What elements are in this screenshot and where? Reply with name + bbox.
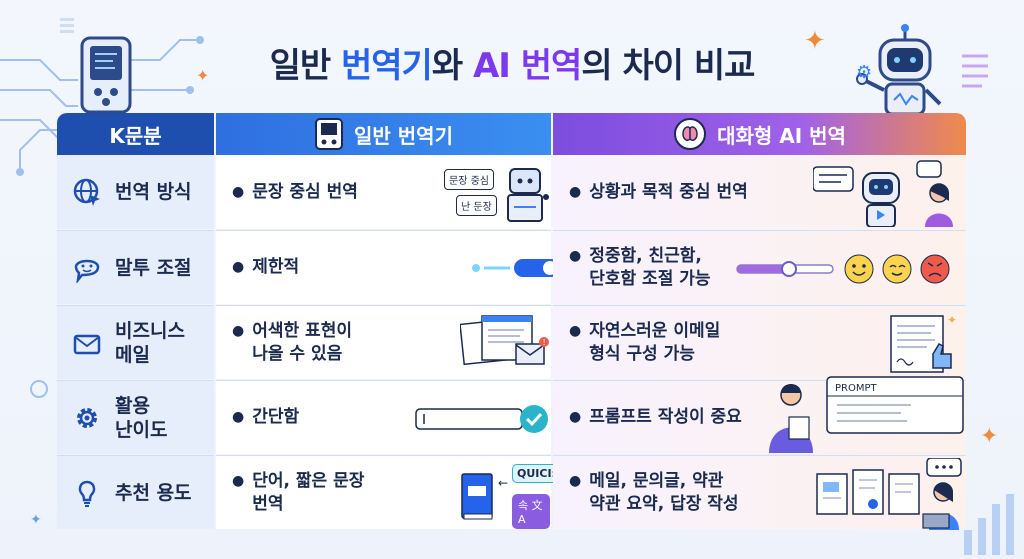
svg-text:!: ! [543,338,546,347]
title-part: AI 번역 [472,46,582,86]
speech-bubble: 난 둔장 [456,195,497,216]
lightbulb-icon [71,477,103,509]
translator-machine-illustration: 문장 중심 난 둔장 [444,163,549,225]
sparkle-icon: ✦ [196,66,210,85]
ai-text: 약관 요약, 답장 작성 [589,493,739,514]
translate-bubble: 속 文A [512,494,550,529]
sparkle-icon: ✦ [804,26,826,56]
page-title: 일반 번역기와 AI 번역의 차이 비교 [0,38,1024,87]
title-part: 일반 [269,46,341,86]
category-label: 번역 방식 [115,181,192,203]
sparkle-icon: ✦ [980,424,999,449]
ai-text: 상황과 목적 중심 번역 [589,181,748,202]
general-text: 문장 중심 번역 [252,181,358,202]
document-thumbs-up-illustration: ✦ [890,313,957,373]
smile-bubble-icon [71,252,103,284]
header-label: K문분 [109,123,162,148]
header-label: 일반 번역기 [354,123,453,148]
envelope-icon [71,327,103,359]
category-label: 비즈니스 [115,319,185,342]
ai-text: 메일, 문의글, 약관 [589,470,724,491]
title-part: 와 [431,46,473,86]
title-part: 번역기 [340,46,433,86]
category-cell: 말투 조절 [57,230,214,304]
general-text: 번역 [252,493,284,514]
bar-decoration [964,494,1014,555]
person-prompt-illustration: PROMPT [769,376,964,453]
handheld-device-icon [80,36,132,114]
prompt-label: PROMPT [835,383,878,394]
header-general-translator: 일반 번역기 [216,113,551,155]
globe-cursor-icon [71,176,103,208]
category-label: 추천 용도 [115,481,192,504]
general-cell: ●제한적 [216,230,560,304]
comparison-table: K문분 일반 번역기 대화형 AI 번역 번역 방식 ●문장 중심 번역 문장 … [57,113,966,535]
ai-text: 형식 구성 가능 [589,343,695,364]
header-category: K문분 [57,113,214,155]
category-label: 활용 [115,394,150,417]
input-check-illustration [415,405,548,433]
category-label: 메일 [115,343,150,366]
documents-laptop-illustration [816,458,962,530]
category-label: 난이도 [115,418,168,441]
general-text: 단어, 짧은 문장 [252,470,365,491]
general-text: 어색한 표현이 [252,320,352,341]
handheld-translator-icon [315,118,344,150]
category-cell: 추천 용도 [57,455,214,529]
toggle-switch-illustration [472,259,560,277]
arrow-left-icon: ← [498,476,509,490]
brain-head-icon [674,118,707,150]
ai-cell: ●상황과 목적 중심 번역 [553,155,966,229]
ai-text: 자연스러운 이메일 [589,320,721,341]
general-text: 나올 수 있음 [252,343,343,364]
ai-cell: ●프롬프트 작성이 중요 PROMPT [553,376,966,454]
general-cell: ●문장 중심 번역 문장 중심 난 둔장 [216,155,551,229]
ai-text: 단호함 조절 가능 [589,268,711,289]
circle-decoration [30,380,48,398]
table-row: 말투 조절 ●제한적 ●정중함, 친근함,단호함 조절 가능 [57,230,966,304]
document-lines-icon [962,54,988,88]
ai-text: 정중함, 친근함, [589,245,702,266]
robot-icon [856,24,942,116]
table-row: 번역 방식 ●문장 중심 번역 문장 중심 난 둔장 ●상황과 목적 중심 번역 [57,155,966,229]
document-mail-illustration: ! [460,315,549,366]
title-part: 의 차이 비교 [581,46,755,86]
category-label: 말투 조절 [115,256,192,279]
ai-cell: ●정중함, 친근함,단호함 조절 가능 [553,230,966,304]
general-text: 제한적 [252,257,300,277]
dictionary-illustration: QUICI:k 속 文A ← [460,464,569,529]
gear-icon [71,402,103,434]
gear-icon: ⚙ [856,62,873,83]
general-text: 간단함 [252,407,300,427]
svg-text:✦: ✦ [947,313,957,327]
sparkle-icon: ✦ [30,512,42,528]
robot-chat-illustration [813,160,953,227]
general-cell: ●간단함 [216,380,551,454]
speech-bubble: 문장 중심 [444,169,494,190]
category-cell: 번역 방식 [57,155,214,229]
tone-slider-illustration [736,254,950,284]
ai-text: 프롬프트 작성이 중요 [589,407,742,427]
header-ai-translator: 대화형 AI 번역 [553,113,966,155]
header-label: 대화형 AI 번역 [717,123,846,148]
